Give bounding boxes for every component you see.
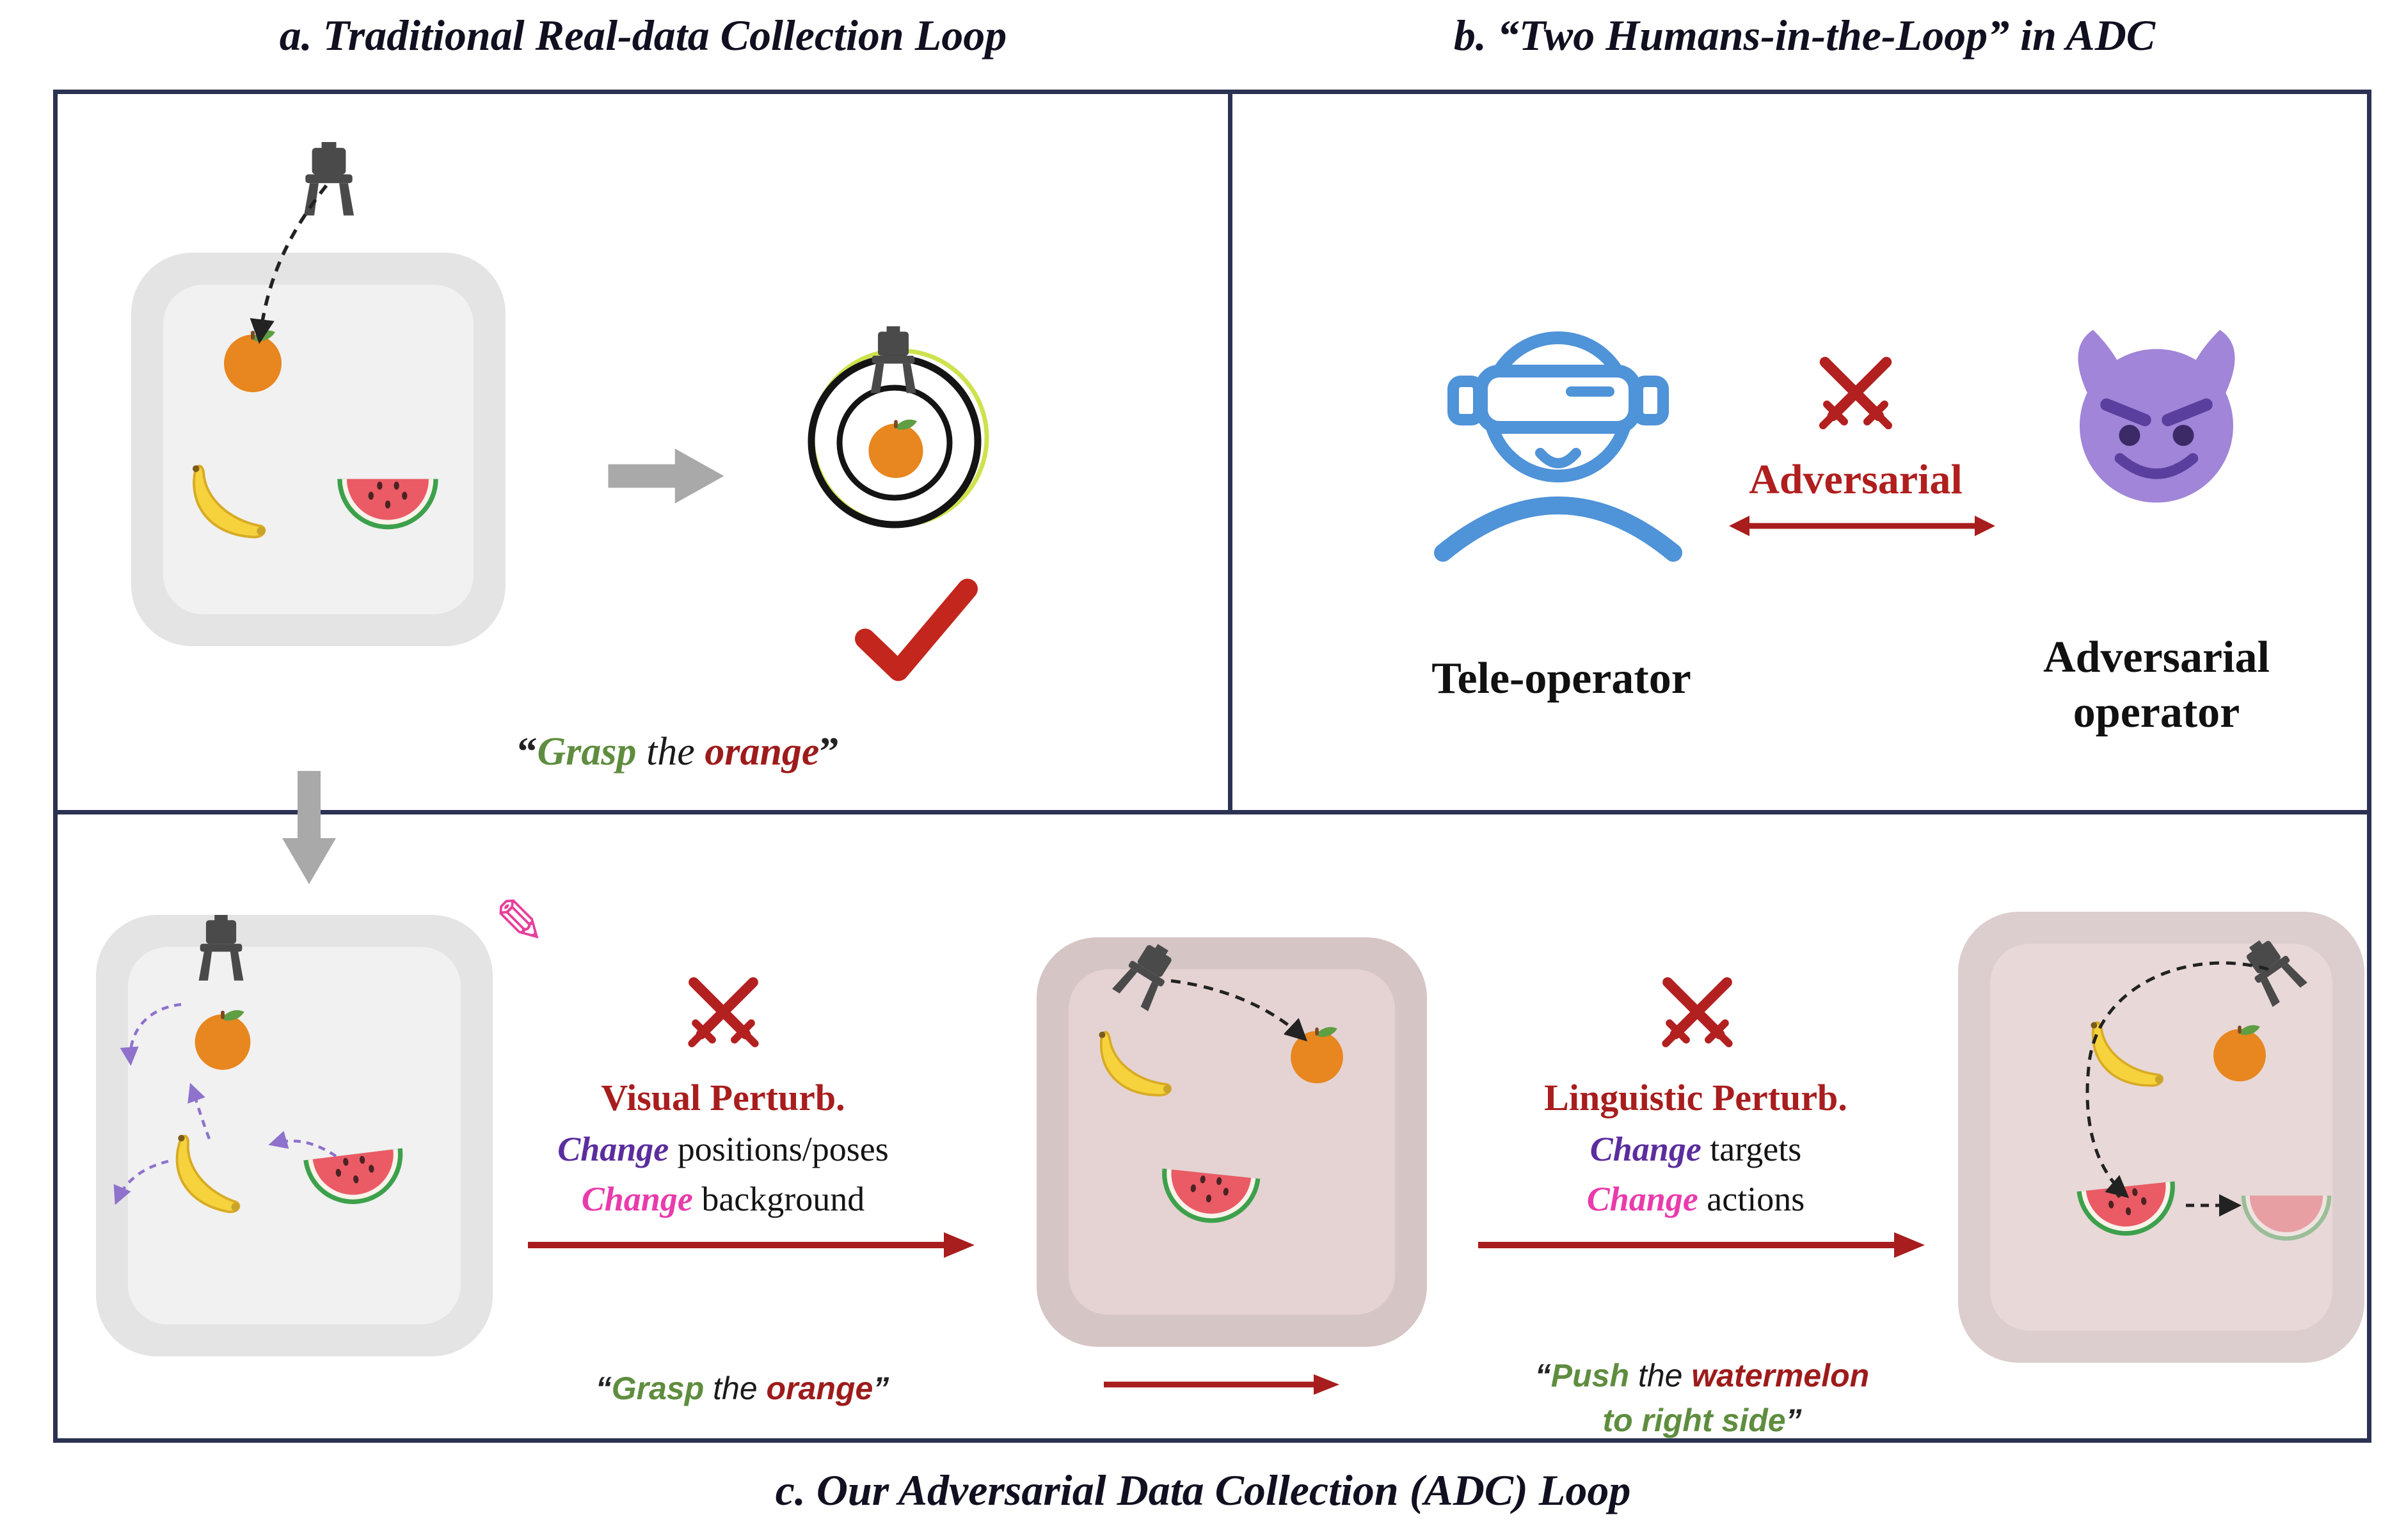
crossed-swords-icon bbox=[1808, 349, 1904, 445]
watermelon-c1-icon bbox=[298, 1131, 412, 1214]
orange-c2-icon bbox=[1285, 1020, 1349, 1084]
motion-dashed-arrow-icon bbox=[266, 1127, 342, 1172]
approach-dashed-arrow-c2 bbox=[1158, 958, 1318, 1054]
flow-arrow-down-icon bbox=[278, 771, 340, 886]
push-trajectory-dashed-arrow bbox=[2009, 947, 2291, 1216]
orange-target-icon bbox=[863, 413, 929, 479]
push-direction-dashed-arrow bbox=[2181, 1191, 2248, 1220]
close-quote: ” bbox=[873, 1370, 889, 1406]
robot-gripper-c3-icon bbox=[2228, 925, 2322, 1020]
flow-arrow-right-icon bbox=[608, 447, 726, 505]
row1-rest: positions/poses bbox=[669, 1130, 889, 1168]
pencil-edit-icon: ✎ bbox=[494, 886, 546, 958]
adversarial-double-arrow-icon bbox=[1728, 512, 1996, 540]
motion-dashed-arrow-icon bbox=[114, 995, 191, 1072]
verb-grasp: Grasp bbox=[611, 1370, 705, 1406]
motion-dashed-arrow-icon bbox=[163, 1080, 221, 1144]
linguistic-perturb-row2: Change actions bbox=[1472, 1179, 1920, 1219]
approach-dashed-arrow bbox=[230, 179, 371, 358]
linguistic-perturb-heading: Linguistic Perturb. bbox=[1544, 1077, 1847, 1118]
robot-gripper-icon bbox=[291, 142, 367, 226]
adversarial-operator-line1: Adversarial bbox=[2043, 633, 2270, 682]
watermelon-c3-target-icon bbox=[2238, 1180, 2334, 1244]
close-quote: ” bbox=[1785, 1402, 1802, 1438]
banana-icon bbox=[181, 459, 283, 544]
direction-phrase: to right side bbox=[1602, 1402, 1786, 1438]
visual-perturb-heading: Visual Perturb. bbox=[601, 1077, 845, 1118]
open-quote: “ bbox=[517, 730, 538, 774]
robot-gripper-c1-icon bbox=[187, 915, 255, 990]
watermelon-c2-icon bbox=[1154, 1152, 1266, 1233]
push-caption-line2: to right side” bbox=[1491, 1398, 1913, 1443]
row1-rest: targets bbox=[1701, 1130, 1802, 1168]
vertical-divider bbox=[1228, 90, 1232, 814]
tele-operator-label: Tele-operator bbox=[1431, 654, 1691, 703]
tabletop-c2 bbox=[1037, 937, 1427, 1347]
verb-grasp: Grasp bbox=[537, 730, 637, 774]
success-check-icon bbox=[851, 576, 979, 688]
motion-dashed-arrow-icon bbox=[108, 1152, 178, 1212]
linguistic-perturb-row1: Change targets bbox=[1472, 1129, 1920, 1169]
word-the: the bbox=[1629, 1358, 1692, 1393]
orange-c3-icon bbox=[2208, 1019, 2272, 1083]
tabletop-c2-surface bbox=[1069, 969, 1395, 1315]
change-word: Change bbox=[1589, 1130, 1701, 1168]
banana-c2-icon bbox=[1087, 1020, 1190, 1106]
adversarial-label: Adversarial bbox=[1749, 456, 1963, 503]
orange-c1-icon bbox=[189, 1003, 257, 1071]
robot-gripper-c2-icon bbox=[1098, 930, 1190, 1025]
change-word: Change bbox=[1586, 1180, 1698, 1218]
banana-c1-icon bbox=[157, 1127, 267, 1222]
horizontal-divider bbox=[53, 810, 2371, 814]
open-quote: “ bbox=[595, 1370, 612, 1406]
tabletop-c3 bbox=[1958, 912, 2364, 1363]
word-the: the bbox=[636, 730, 705, 774]
adversarial-operator-line2: operator bbox=[2073, 688, 2240, 737]
adversarial-operator-label: Adversarial operator bbox=[1955, 630, 2358, 740]
change-word: Change bbox=[581, 1180, 693, 1218]
open-quote: “ bbox=[1534, 1358, 1551, 1393]
object-watermelon: watermelon bbox=[1691, 1358, 1870, 1393]
instruction-grasp-orange-c: “Grasp the orange” bbox=[544, 1366, 941, 1411]
caption-flow-arrow-icon bbox=[1104, 1370, 1341, 1399]
crossed-swords-icon bbox=[677, 969, 770, 1062]
instruction-push-watermelon: “Push the watermelon to right side” bbox=[1491, 1353, 1913, 1443]
panel-a-title: a. Traditional Real-data Collection Loop bbox=[279, 11, 1007, 60]
row2-rest: actions bbox=[1698, 1180, 1805, 1218]
row2-rest: background bbox=[692, 1180, 865, 1218]
change-word: Change bbox=[557, 1130, 669, 1168]
object-orange: orange bbox=[766, 1370, 873, 1406]
crossed-swords-icon bbox=[1651, 969, 1744, 1062]
tabletop-a bbox=[131, 253, 506, 646]
tele-operator-vr-icon bbox=[1417, 288, 1699, 582]
visual-perturb-row1: Change positions/poses bbox=[499, 1129, 947, 1169]
push-caption-line1: “Push the watermelon bbox=[1491, 1353, 1913, 1398]
robot-gripper-target-icon bbox=[859, 326, 928, 403]
linguistic-perturb-arrow-icon bbox=[1478, 1227, 1926, 1263]
tabletop-a-surface bbox=[163, 285, 474, 614]
tabletop-c3-surface bbox=[1990, 944, 2332, 1331]
panel-b-title: b. “Two Humans-in-the-Loop” in ADC bbox=[1453, 11, 2156, 60]
watermelon-icon bbox=[334, 462, 442, 534]
visual-perturb-row2: Change background bbox=[499, 1179, 947, 1219]
devil-emoji-icon bbox=[2051, 317, 2262, 512]
close-quote: ” bbox=[819, 730, 840, 774]
visual-perturb-arrow-icon bbox=[528, 1227, 976, 1263]
word-the: the bbox=[704, 1370, 767, 1406]
object-orange: orange bbox=[705, 730, 820, 774]
verb-push: Push bbox=[1550, 1358, 1630, 1393]
instruction-grasp-orange: “Grasp the orange” bbox=[250, 729, 1107, 775]
panel-c-title: c. Our Adversarial Data Collection (ADC)… bbox=[775, 1466, 1631, 1514]
